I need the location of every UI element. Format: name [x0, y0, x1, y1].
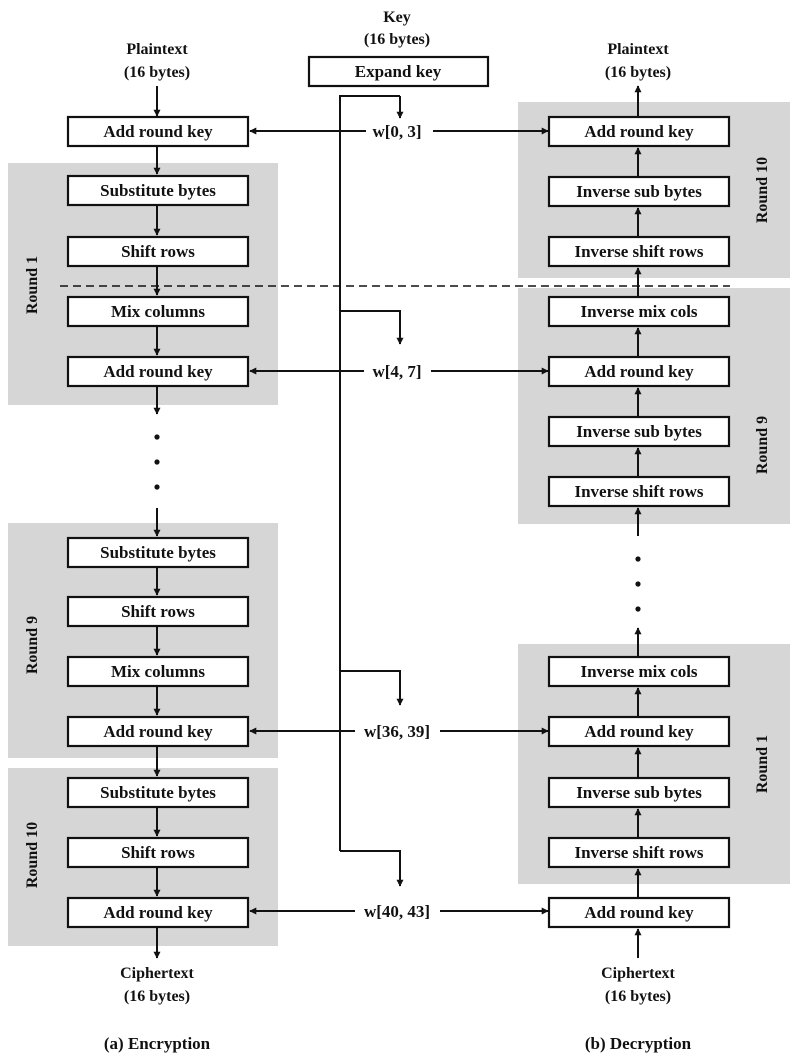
dec-r9-add-round-key-label: Add round key [584, 362, 694, 381]
dec-r10-inverse-shift-rows-box [547, 235, 731, 268]
dec-plaintext-label: Plaintext [607, 41, 669, 58]
dec-r10-add-round-key-label: Add round key [584, 122, 694, 141]
key-label: Key [383, 9, 411, 26]
expand-key-box [307, 55, 490, 88]
dec-r9-inverse-mix-cols-label: Inverse mix cols [580, 302, 697, 321]
dec-r9-inverse-shift-rows-box [547, 475, 731, 508]
enc-round1-label: Round 1 [24, 256, 41, 314]
dec-round1-label: Round 1 [754, 735, 771, 793]
enc-r9-shift-rows-box [66, 595, 250, 628]
enc-plaintext-label: Plaintext [126, 41, 188, 58]
ellipsis-dot [635, 556, 641, 562]
enc-plaintext-size: (16 bytes) [124, 64, 190, 81]
dec-ciphertext-size: (16 bytes) [605, 988, 671, 1005]
enc-r10-add-round-key-box [66, 896, 250, 929]
key-size: (16 bytes) [364, 31, 430, 48]
dec-ciphertext-label: Ciphertext [601, 965, 675, 982]
round-key-w4-7: w[4, 7] [372, 362, 421, 381]
enc-r10-shift-rows-label: Shift rows [121, 843, 195, 862]
round-key-w36-39: w[36, 39] [364, 722, 430, 741]
ellipsis-dot [635, 606, 641, 612]
enc-r9-mix-columns-box [66, 655, 250, 688]
dec-round9-label: Round 9 [754, 416, 771, 474]
enc-r1-substitute-bytes-box [66, 174, 250, 207]
enc-r10-substitute-bytes-label: Substitute bytes [100, 783, 216, 802]
dec-initial-add-round-key-box [547, 896, 731, 929]
enc-r1-shift-rows-box [66, 235, 250, 268]
enc-r9-shift-rows-label: Shift rows [121, 602, 195, 621]
dec-r9-inverse-mix-cols-box [547, 295, 731, 328]
enc-r9-add-round-key-box [66, 715, 250, 748]
enc-round10-label: Round 10 [24, 822, 41, 888]
enc-r10-shift-rows-box [66, 836, 250, 869]
enc-ciphertext-label: Ciphertext [120, 965, 194, 982]
dec-r9-inverse-sub-bytes-label: Inverse sub bytes [576, 422, 702, 441]
round-key-w40-43: w[40, 43] [364, 902, 430, 921]
enc-round9-label: Round 9 [24, 616, 41, 674]
enc-r1-mix-columns-label: Mix columns [111, 302, 205, 321]
key-arrow-w40 [340, 850, 404, 887]
enc-r9-substitute-bytes-box [66, 536, 250, 569]
enc-r1-mix-columns-box [66, 295, 250, 328]
decryption-caption: (b) Decryption [585, 1034, 692, 1053]
ellipsis-dot [154, 459, 160, 465]
enc-r9-add-round-key-label: Add round key [103, 722, 213, 741]
ellipsis-dot [154, 484, 160, 490]
dec-r10-inverse-sub-bytes-label: Inverse sub bytes [576, 182, 702, 201]
enc-r10-substitute-bytes-box [66, 776, 250, 809]
dec-r1-add-round-key-box [547, 715, 731, 748]
encryption-caption: (a) Encryption [104, 1034, 211, 1053]
dec-round10-label: Round 10 [754, 157, 771, 223]
dec-r10-inverse-sub-bytes-box [547, 175, 731, 208]
dec-r1-inverse-shift-rows-label: Inverse shift rows [574, 843, 703, 862]
enc-r1-add-round-key-label: Add round key [103, 362, 213, 381]
enc-initial-add-round-key-box [66, 115, 250, 148]
dec-r1-inverse-shift-rows-box [547, 836, 731, 869]
enc-ciphertext-size: (16 bytes) [124, 988, 190, 1005]
dec-r9-inverse-sub-bytes-box [547, 415, 731, 448]
round-key-w0-3: w[0, 3] [372, 122, 421, 141]
key-arrow-w4 [340, 310, 404, 345]
key-schedule-bus [339, 95, 400, 851]
enc-r1-substitute-bytes-label: Substitute bytes [100, 181, 216, 200]
enc-r1-add-round-key-box [66, 355, 250, 388]
dec-r9-inverse-shift-rows-label: Inverse shift rows [574, 482, 703, 501]
dec-r1-inverse-sub-bytes-label: Inverse sub bytes [576, 783, 702, 802]
dec-r10-add-round-key-box [547, 115, 731, 148]
dec-r9-add-round-key-box [547, 355, 731, 388]
dec-r10-inverse-shift-rows-label: Inverse shift rows [574, 242, 703, 261]
ellipsis-dot [154, 434, 160, 440]
expand-key-label: Expand key [355, 62, 442, 81]
dec-r1-inverse-sub-bytes-box [547, 776, 731, 809]
enc-initial-add-round-key-label: Add round key [103, 122, 213, 141]
enc-r9-substitute-bytes-label: Substitute bytes [100, 543, 216, 562]
dec-r1-inverse-mix-cols-box [547, 655, 731, 688]
dec-r1-add-round-key-label: Add round key [584, 722, 694, 741]
enc-r1-shift-rows-label: Shift rows [121, 242, 195, 261]
ellipsis-dot [635, 581, 641, 587]
dec-initial-add-round-key-label: Add round key [584, 903, 694, 922]
enc-r10-add-round-key-label: Add round key [103, 903, 213, 922]
dec-plaintext-size: (16 bytes) [605, 64, 671, 81]
dec-r1-inverse-mix-cols-label: Inverse mix cols [580, 662, 697, 681]
key-arrow-w36 [340, 670, 404, 706]
enc-r9-mix-columns-label: Mix columns [111, 662, 205, 681]
